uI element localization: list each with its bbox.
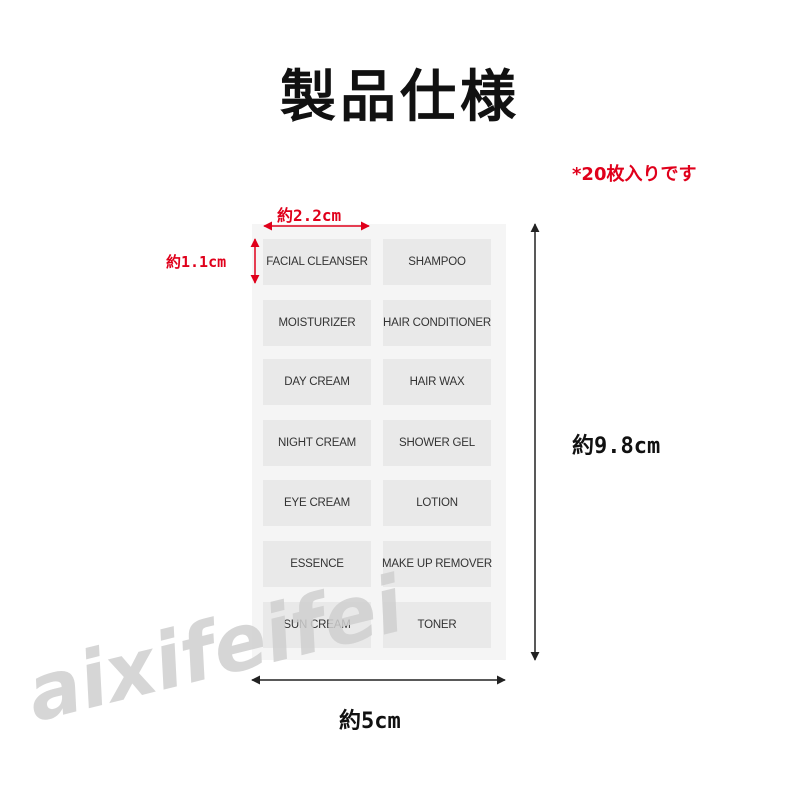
label-left-4: EYE CREAM <box>263 480 371 526</box>
label-left-6: SUN CREAM <box>263 602 371 648</box>
sheet-width-text: 約5cm <box>339 709 401 734</box>
label-height-text: 約1.1cm <box>166 253 227 271</box>
label-right-1: HAIR CONDITIONER <box>383 300 491 346</box>
sheet-height-text: 約9.8cm <box>572 434 661 459</box>
label-right-6: TONER <box>383 602 491 648</box>
label-right-4: LOTION <box>383 480 491 526</box>
page-title: 製品仕様 <box>280 65 520 130</box>
label-left-2: DAY CREAM <box>263 359 371 405</box>
quantity-note: *20枚入りです <box>572 164 697 185</box>
label-left-1: MOISTURIZER <box>263 300 371 346</box>
label-right-2: HAIR WAX <box>383 359 491 405</box>
label-width-text: 約2.2cm <box>277 206 342 225</box>
label-right-0: SHAMPOO <box>383 239 491 285</box>
label-left-3: NIGHT CREAM <box>263 420 371 466</box>
label-right-5: MAKE UP REMOVER <box>382 541 492 587</box>
label-left-5: ESSENCE <box>263 541 371 587</box>
label-right-3: SHOWER GEL <box>383 420 491 466</box>
label-left-0: FACIAL CLEANSER <box>263 239 371 285</box>
label-sheet: FACIAL CLEANSER MOISTURIZER DAY CREAM NI… <box>252 224 506 660</box>
